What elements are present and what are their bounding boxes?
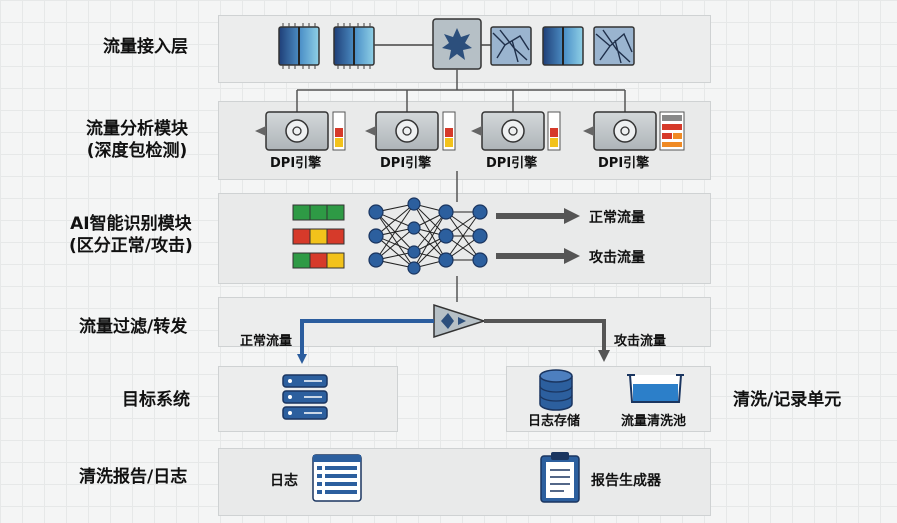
layer-label-ingress: 流量接入层	[103, 37, 188, 57]
cleaning-pool-icon	[627, 374, 684, 403]
normal-traffic-path	[297, 319, 434, 364]
ai-output-arrow-attack	[496, 248, 580, 264]
layer-label-target: 目标系统	[122, 390, 190, 410]
dpi-engine-3	[471, 111, 561, 151]
ai-normal-output-label: 正常流量	[589, 210, 645, 226]
ai-attack-output-label: 攻击流量	[589, 250, 645, 266]
server-icon	[282, 374, 328, 420]
ai-feature-strip-1	[292, 204, 345, 221]
layer-label-ai-line2: (区分正常/攻击)	[69, 236, 193, 256]
filter-gate	[433, 303, 487, 339]
dpi-engine-2	[365, 111, 456, 151]
filter-normal-path-label: 正常流量	[240, 334, 293, 349]
ai-feature-strip-2	[292, 228, 345, 245]
ai-feature-strip-3	[292, 252, 345, 269]
dpi-engine-1	[255, 111, 346, 151]
ai-output-arrow-normal	[496, 208, 580, 224]
cleaning-pool-label: 流量清洗池	[621, 414, 687, 429]
ingress-chip-3	[542, 26, 584, 66]
neural-network	[368, 197, 488, 275]
cleaning-storage-label: 日志存储	[528, 414, 581, 429]
clipboard-icon	[540, 452, 580, 503]
dpi-engine-label-4: DPI引擎	[598, 156, 650, 171]
report-generator-label: 报告生成器	[591, 473, 661, 489]
layer-label-ai-line1: AI智能识别模块	[70, 214, 192, 234]
layer-label-analysis-line1: 流量分析模块	[86, 119, 188, 139]
ingress-chip-1	[278, 23, 320, 69]
database-icon	[539, 369, 573, 411]
ingress-chip-damaged-2	[593, 26, 635, 66]
dpi-engine-4	[583, 111, 685, 151]
dpi-connectors	[296, 69, 626, 112]
ingress-chip-2	[333, 23, 375, 69]
report-log-label: 日志	[270, 473, 298, 489]
layer-label-report: 清洗报告/日志	[79, 467, 188, 487]
panel-report	[218, 448, 711, 516]
filter-attack-path-label: 攻击流量	[614, 334, 667, 349]
layer-label-cleaning-unit: 清洗/记录单元	[733, 390, 842, 410]
dpi-engine-label-3: DPI引擎	[486, 156, 538, 171]
layer-label-analysis: 流量分析模块 (深度包检测)	[86, 118, 188, 162]
layer-label-ai: AI智能识别模块 (区分正常/攻击)	[69, 213, 193, 257]
dpi-engine-label-2: DPI引擎	[380, 156, 432, 171]
ingress-switch	[432, 18, 482, 70]
layer-label-analysis-line2: (深度包检测)	[86, 141, 188, 161]
dpi-engine-label-1: DPI引擎	[270, 156, 322, 171]
layer-label-filter: 流量过滤/转发	[79, 317, 188, 337]
ingress-chip-damaged-1	[490, 26, 532, 66]
log-window-icon	[312, 454, 362, 502]
attack-traffic-path	[484, 319, 610, 362]
